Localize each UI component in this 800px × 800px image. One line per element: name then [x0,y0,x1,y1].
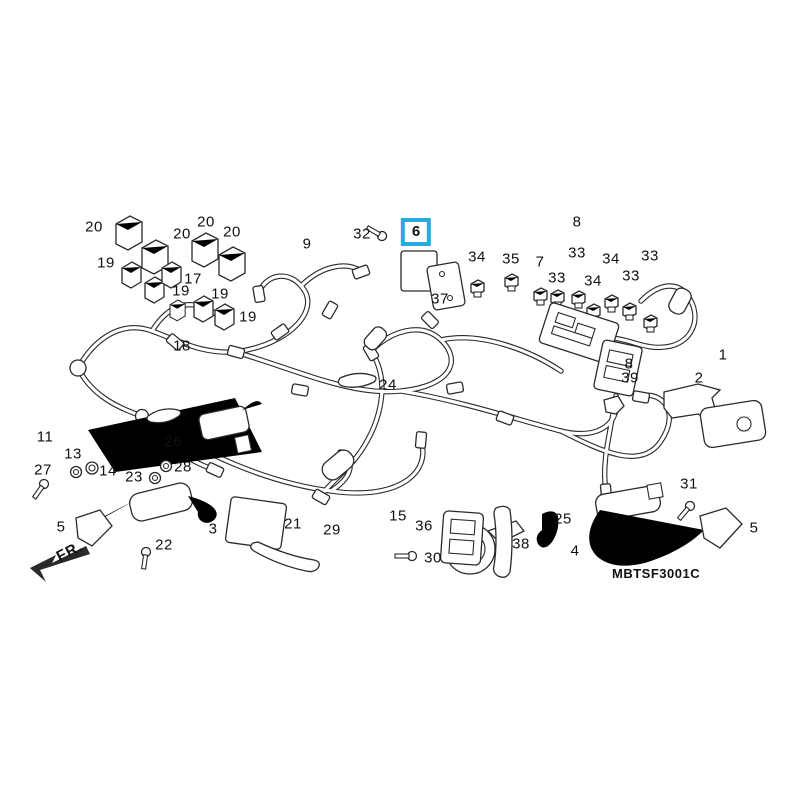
part-label-14-31: 14 [99,462,117,480]
part-label-13-29: 13 [64,445,82,463]
fuse-box [538,302,643,415]
part-label-26-33: 26 [164,433,182,451]
part-label-33-17: 33 [568,244,586,262]
coil-3-group [75,482,217,571]
connector-shapes [69,263,692,506]
highlighted-part-callout[interactable]: 6 [400,218,432,246]
part-label-7-16: 7 [535,253,545,271]
part-label-22-36: 22 [155,536,173,554]
part-label-33-21: 33 [622,267,640,285]
part-label-32-11: 32 [353,225,371,243]
part-label-29-39: 29 [323,521,341,539]
band-24 [337,372,377,388]
part-label-8-13: 8 [572,213,582,231]
part-label-38-43: 38 [512,535,530,553]
part-label-19-6: 19 [172,282,190,300]
part-label-33-22: 33 [641,247,659,265]
part-label-34-19: 34 [602,250,620,268]
part-label-8-26: 8 [624,355,634,373]
part-label-31-46: 31 [680,475,698,493]
part-label-3-37: 3 [208,520,218,538]
regulator-group [364,222,466,311]
part-label-37-12: 37 [431,290,449,308]
part-label-20-1: 20 [197,213,215,231]
coil-4-group [589,482,743,566]
part-label-23-32: 23 [125,468,143,486]
part-label-24-23: 24 [379,376,397,394]
part-label-9-10: 9 [302,235,312,253]
part-label-19-8: 19 [239,308,257,326]
part-label-35-15: 35 [502,250,520,268]
part-label-5-47: 5 [749,519,759,537]
part-label-30-42: 30 [424,549,442,567]
part-label-4-45: 4 [570,542,580,560]
part-label-18-9: 18 [173,337,191,355]
part-label-25-44: 25 [554,510,572,528]
band-38 [492,505,559,578]
band-26 [146,408,182,424]
part-label-20-2: 20 [173,225,191,243]
part-label-39-27: 39 [621,369,639,387]
fr-direction-arrow [30,546,90,582]
part-label-28-34: 28 [174,458,192,476]
part-label-27-30: 27 [34,461,52,479]
part-label-2-25: 2 [694,369,704,387]
ecu-group [663,383,767,449]
part-label-1-24: 1 [718,346,728,364]
coil-assembly-11 [29,398,262,502]
part-label-11-28: 11 [36,428,54,446]
part-label-20-0: 20 [85,218,103,236]
diagram-code: MBTSF3001C [612,566,701,581]
part-label-20-3: 20 [223,223,241,241]
part-label-17-5: 17 [184,270,202,288]
ecu-36 [439,510,485,566]
part-label-36-41: 36 [415,517,433,535]
part-label-19-4: 19 [97,254,115,272]
part-label-15-40: 15 [389,507,407,525]
part-label-21-38: 21 [284,515,302,533]
part-label-34-14: 34 [468,248,486,266]
part-label-5-35: 5 [56,518,66,536]
part-label-33-18: 33 [548,269,566,287]
part-label-34-20: 34 [584,272,602,290]
fuse-box-21 [224,496,320,573]
part-label-19-7: 19 [211,285,229,303]
